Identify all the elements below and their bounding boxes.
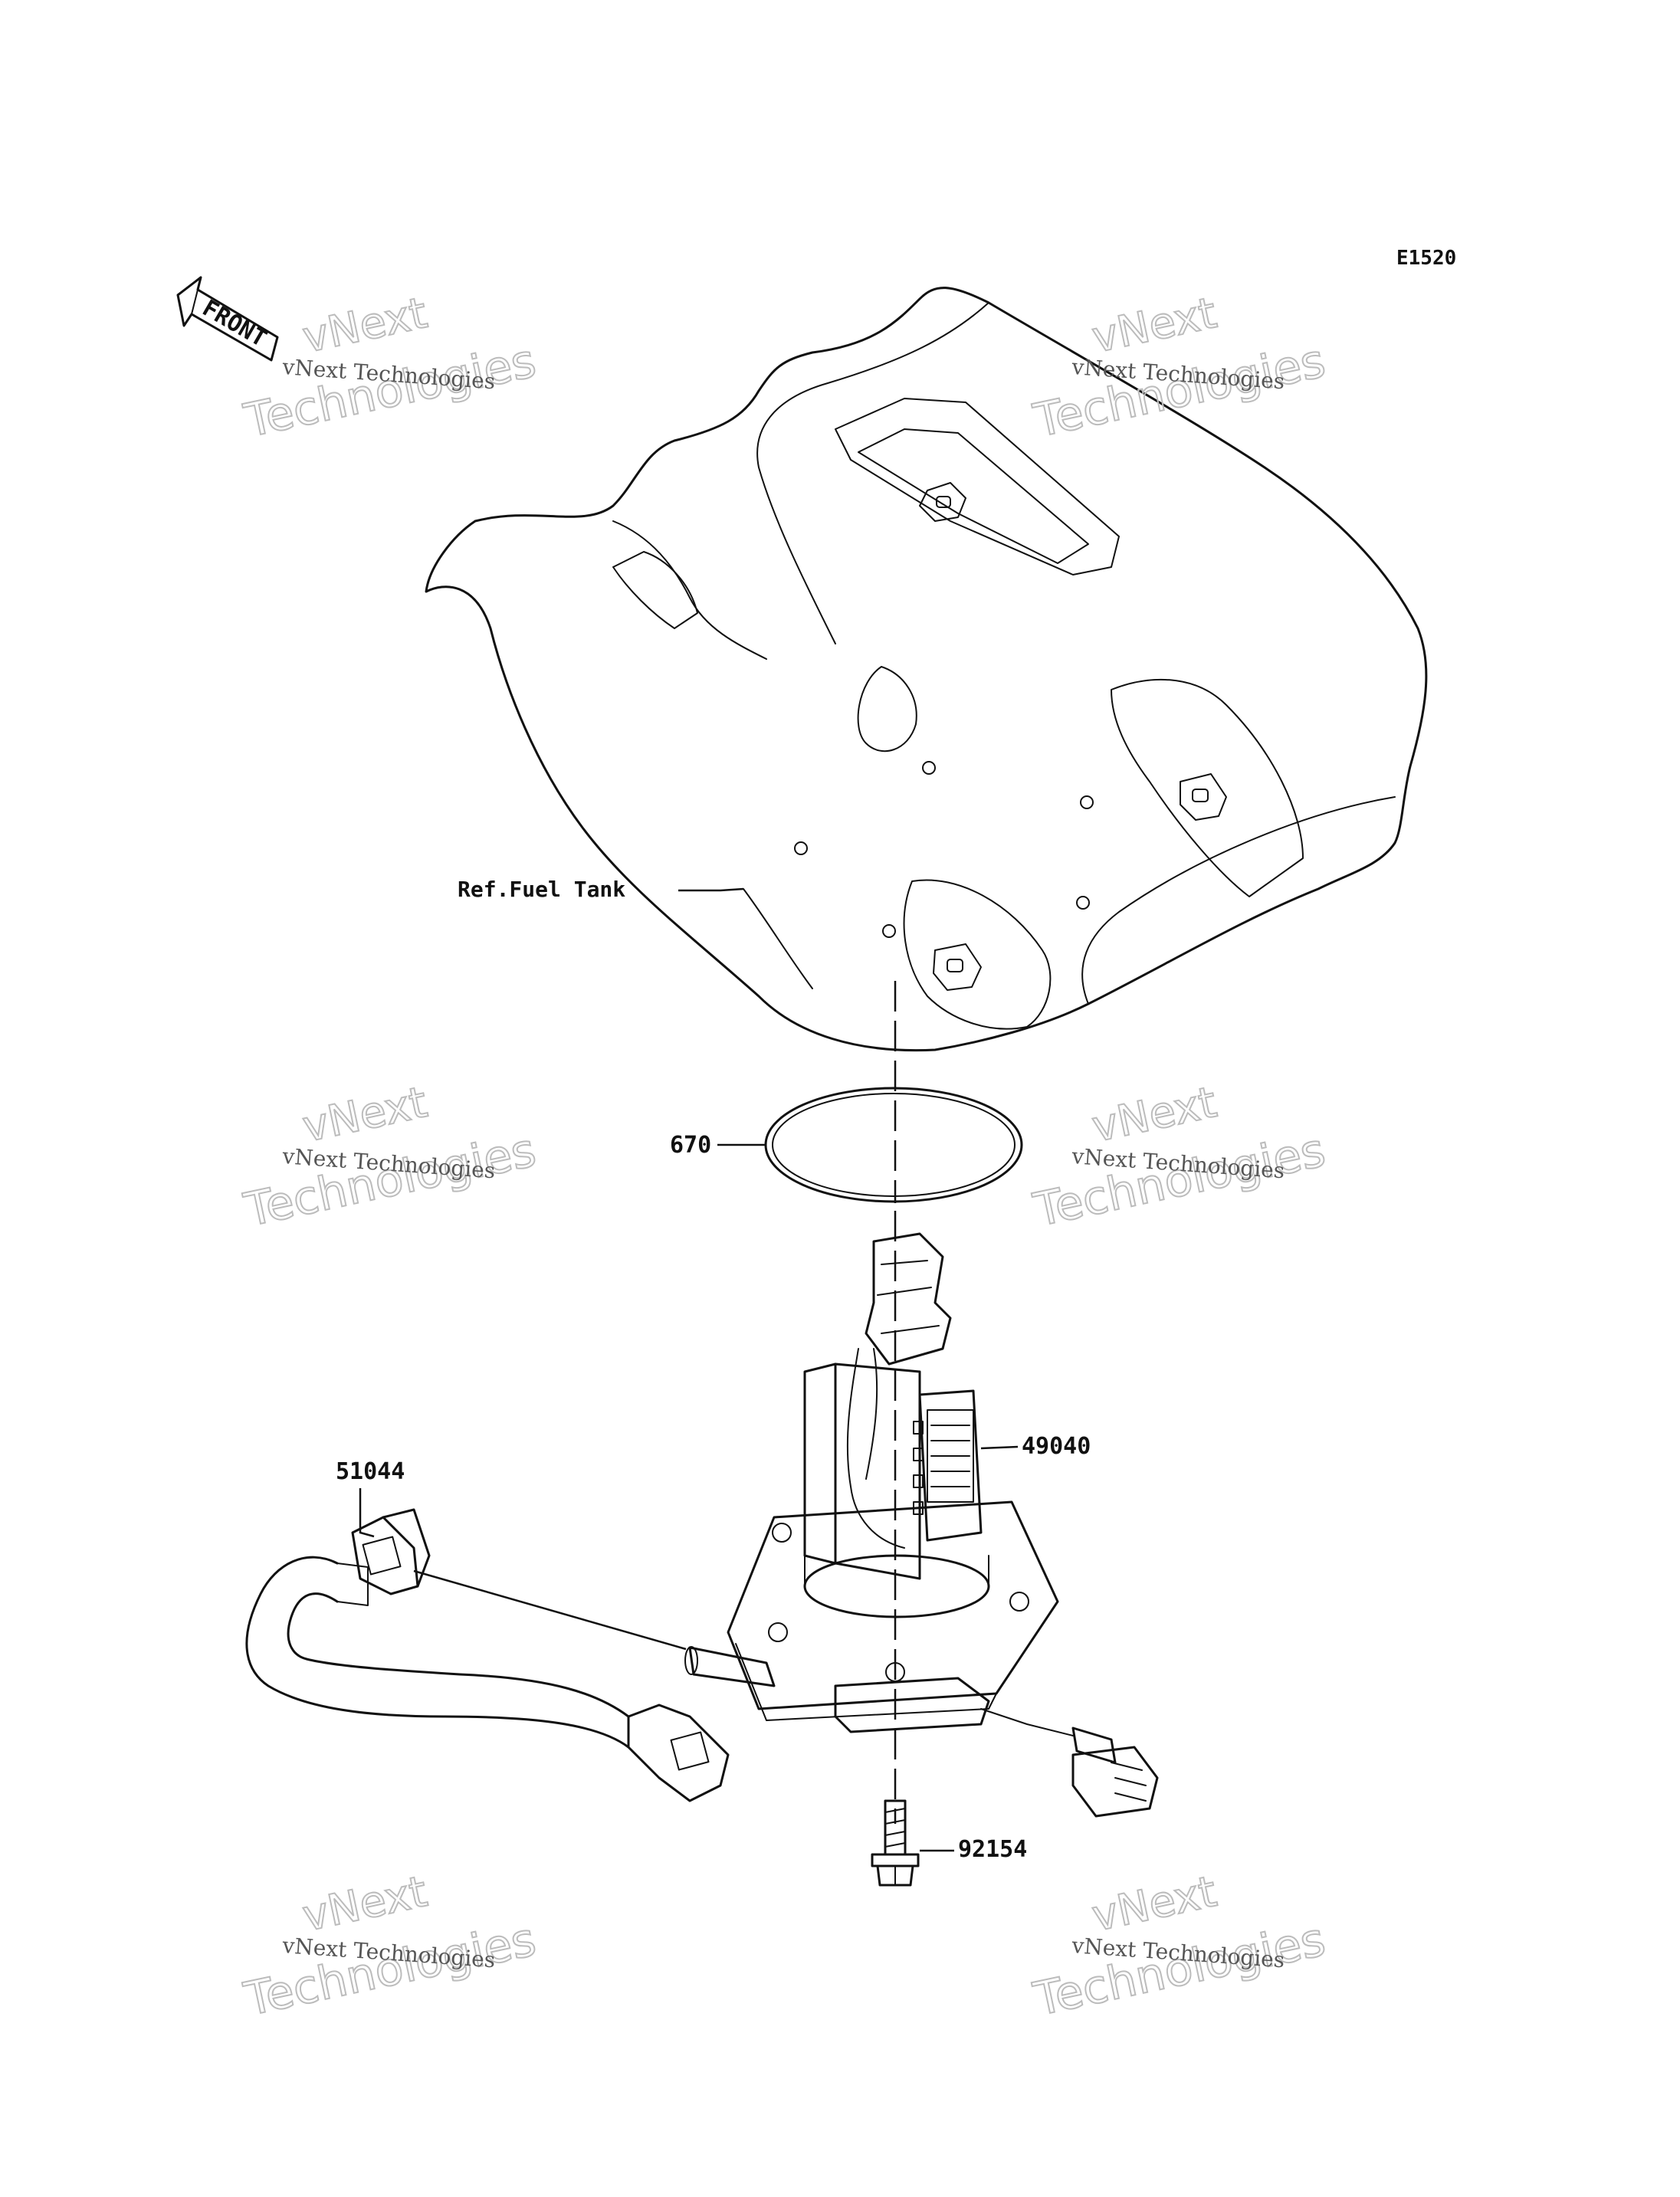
svg-text:Technologies: Technologies xyxy=(1029,1123,1331,1238)
o-ring xyxy=(764,1087,1023,1203)
leader-fuel-pump xyxy=(980,1445,1019,1450)
fuel-pump-assembly xyxy=(684,1232,1159,1818)
callout-fuel-pump: 49040 xyxy=(1022,1433,1091,1460)
leader-fuel-hose xyxy=(359,1488,375,1538)
svg-text:vNext: vNext xyxy=(298,288,431,363)
svg-text:vNext: vNext xyxy=(1088,1867,1221,1942)
callout-bolt: 92154 xyxy=(958,1836,1027,1863)
fuel-hose xyxy=(245,1508,730,1802)
svg-text:vNext: vNext xyxy=(298,1867,431,1942)
watermark-bottom-left: vNext Technologies vNext Technologies xyxy=(239,1866,542,2028)
svg-text:vNext: vNext xyxy=(298,1077,431,1153)
svg-text:Technologies: Technologies xyxy=(240,1913,541,2027)
svg-text:Technologies: Technologies xyxy=(1029,1913,1331,2027)
svg-text:vNext: vNext xyxy=(1088,288,1221,363)
watermark-middle-left: vNext Technologies vNext Technologies xyxy=(239,1077,542,1238)
svg-text:Technologies: Technologies xyxy=(240,1123,541,1238)
fuel-tank xyxy=(425,287,1428,1052)
bolt xyxy=(871,1799,920,1887)
svg-text:vNext: vNext xyxy=(1088,1077,1221,1153)
leader-fuel-hose-pipe xyxy=(413,1569,687,1651)
diagram-code: E1520 xyxy=(1396,247,1456,270)
watermark-top-right: vNext Technologies vNext Technologies xyxy=(1029,287,1331,449)
leader-fuel-tank xyxy=(678,887,744,892)
callout-fuel-tank: Ref.Fuel Tank xyxy=(458,877,625,902)
front-label: FRONT xyxy=(198,295,271,353)
svg-text:Technologies: Technologies xyxy=(240,334,541,448)
callout-fuel-hose: 51044 xyxy=(336,1458,405,1485)
front-arrow-icon: FRONT xyxy=(176,276,279,362)
callout-o-ring: 670 xyxy=(670,1132,711,1159)
watermark-middle-right: vNext Technologies vNext Technologies xyxy=(1029,1077,1331,1238)
watermark-bottom-right: vNext Technologies vNext Technologies xyxy=(1029,1866,1331,2028)
watermark-top-left: vNext Technologies vNext Technologies xyxy=(239,287,542,449)
